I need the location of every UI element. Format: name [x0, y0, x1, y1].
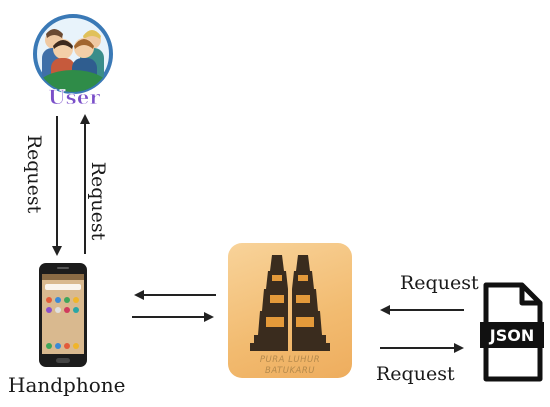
handphone-label: Handphone: [8, 373, 126, 397]
user-label: User: [48, 85, 100, 108]
request-down-label: Request: [23, 134, 45, 214]
user-phone-arrows: [52, 114, 90, 256]
request-json-top-label: Request: [400, 272, 479, 294]
server-logo: PURA LUHUR BATUKARU: [228, 243, 352, 378]
server-name-line1: PURA LUHUR: [259, 355, 321, 365]
json-file-icon: JSON: [480, 282, 544, 382]
handphone-icon: [39, 263, 87, 367]
temple-gate-icon: [250, 255, 330, 351]
phone-server-arrows: [132, 290, 216, 322]
server-name-line2: BATUKARU: [265, 366, 315, 376]
request-up-label: Request: [87, 161, 109, 241]
server-json-arrows: [380, 305, 464, 353]
user-group-icon: User: [33, 14, 113, 108]
json-label: JSON: [489, 326, 534, 345]
request-json-bottom-label: Request: [376, 363, 455, 385]
